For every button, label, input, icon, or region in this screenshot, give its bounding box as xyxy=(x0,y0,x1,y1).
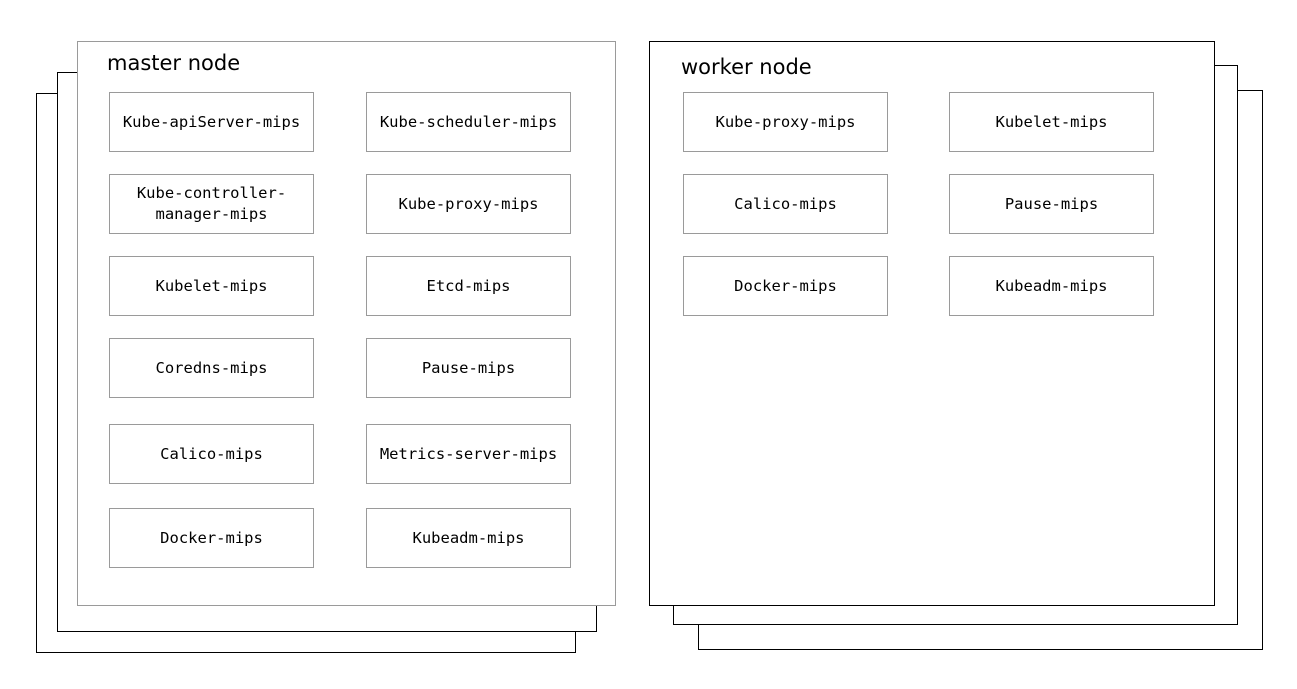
worker-node-title: worker node xyxy=(681,55,812,79)
master-node-title: master node xyxy=(107,51,241,75)
component-box[interactable]: Kubelet-mips xyxy=(949,92,1154,152)
component-label: Kube-scheduler-mips xyxy=(379,112,558,131)
component-label: Kube-controller-manager-mips xyxy=(136,184,287,223)
component-box[interactable]: Pause-mips xyxy=(366,338,571,398)
component-label: Calico-mips xyxy=(160,444,263,463)
component-label: Coredns-mips xyxy=(155,358,268,377)
component-label: Kubeadm-mips xyxy=(995,276,1108,295)
component-box[interactable]: Kube-controller-manager-mips xyxy=(109,174,314,234)
component-label: Kube-proxy-mips xyxy=(398,194,539,213)
component-label: Etcd-mips xyxy=(426,276,511,295)
component-box[interactable]: Pause-mips xyxy=(949,174,1154,234)
component-box[interactable]: Kubeadm-mips xyxy=(366,508,571,568)
component-box[interactable]: Docker-mips xyxy=(683,256,888,316)
component-box[interactable]: Metrics-server-mips xyxy=(366,424,571,484)
node-group-master: master node Kube-apiServer-mips Kube-con… xyxy=(0,0,640,689)
component-label: Kube-apiServer-mips xyxy=(122,112,301,131)
component-box[interactable]: Kube-scheduler-mips xyxy=(366,92,571,152)
component-box[interactable]: Kubeadm-mips xyxy=(949,256,1154,316)
component-label: Calico-mips xyxy=(734,194,837,213)
component-box[interactable]: Kubelet-mips xyxy=(109,256,314,316)
component-label: Pause-mips xyxy=(421,358,516,377)
component-box[interactable]: Docker-mips xyxy=(109,508,314,568)
component-label: Metrics-server-mips xyxy=(379,444,558,463)
component-box[interactable]: Kube-proxy-mips xyxy=(366,174,571,234)
component-box[interactable]: Calico-mips xyxy=(683,174,888,234)
component-box[interactable]: Calico-mips xyxy=(109,424,314,484)
component-box[interactable]: Kube-proxy-mips xyxy=(683,92,888,152)
component-label: Kube-proxy-mips xyxy=(715,112,856,131)
component-box[interactable]: Etcd-mips xyxy=(366,256,571,316)
component-label: Kubelet-mips xyxy=(155,276,268,295)
component-label: Kubeadm-mips xyxy=(412,528,525,547)
component-label: Pause-mips xyxy=(1004,194,1099,213)
component-label: Docker-mips xyxy=(160,528,263,547)
component-box[interactable]: Kube-apiServer-mips xyxy=(109,92,314,152)
component-label: Kubelet-mips xyxy=(995,112,1108,131)
component-box[interactable]: Coredns-mips xyxy=(109,338,314,398)
component-label: Docker-mips xyxy=(734,276,837,295)
